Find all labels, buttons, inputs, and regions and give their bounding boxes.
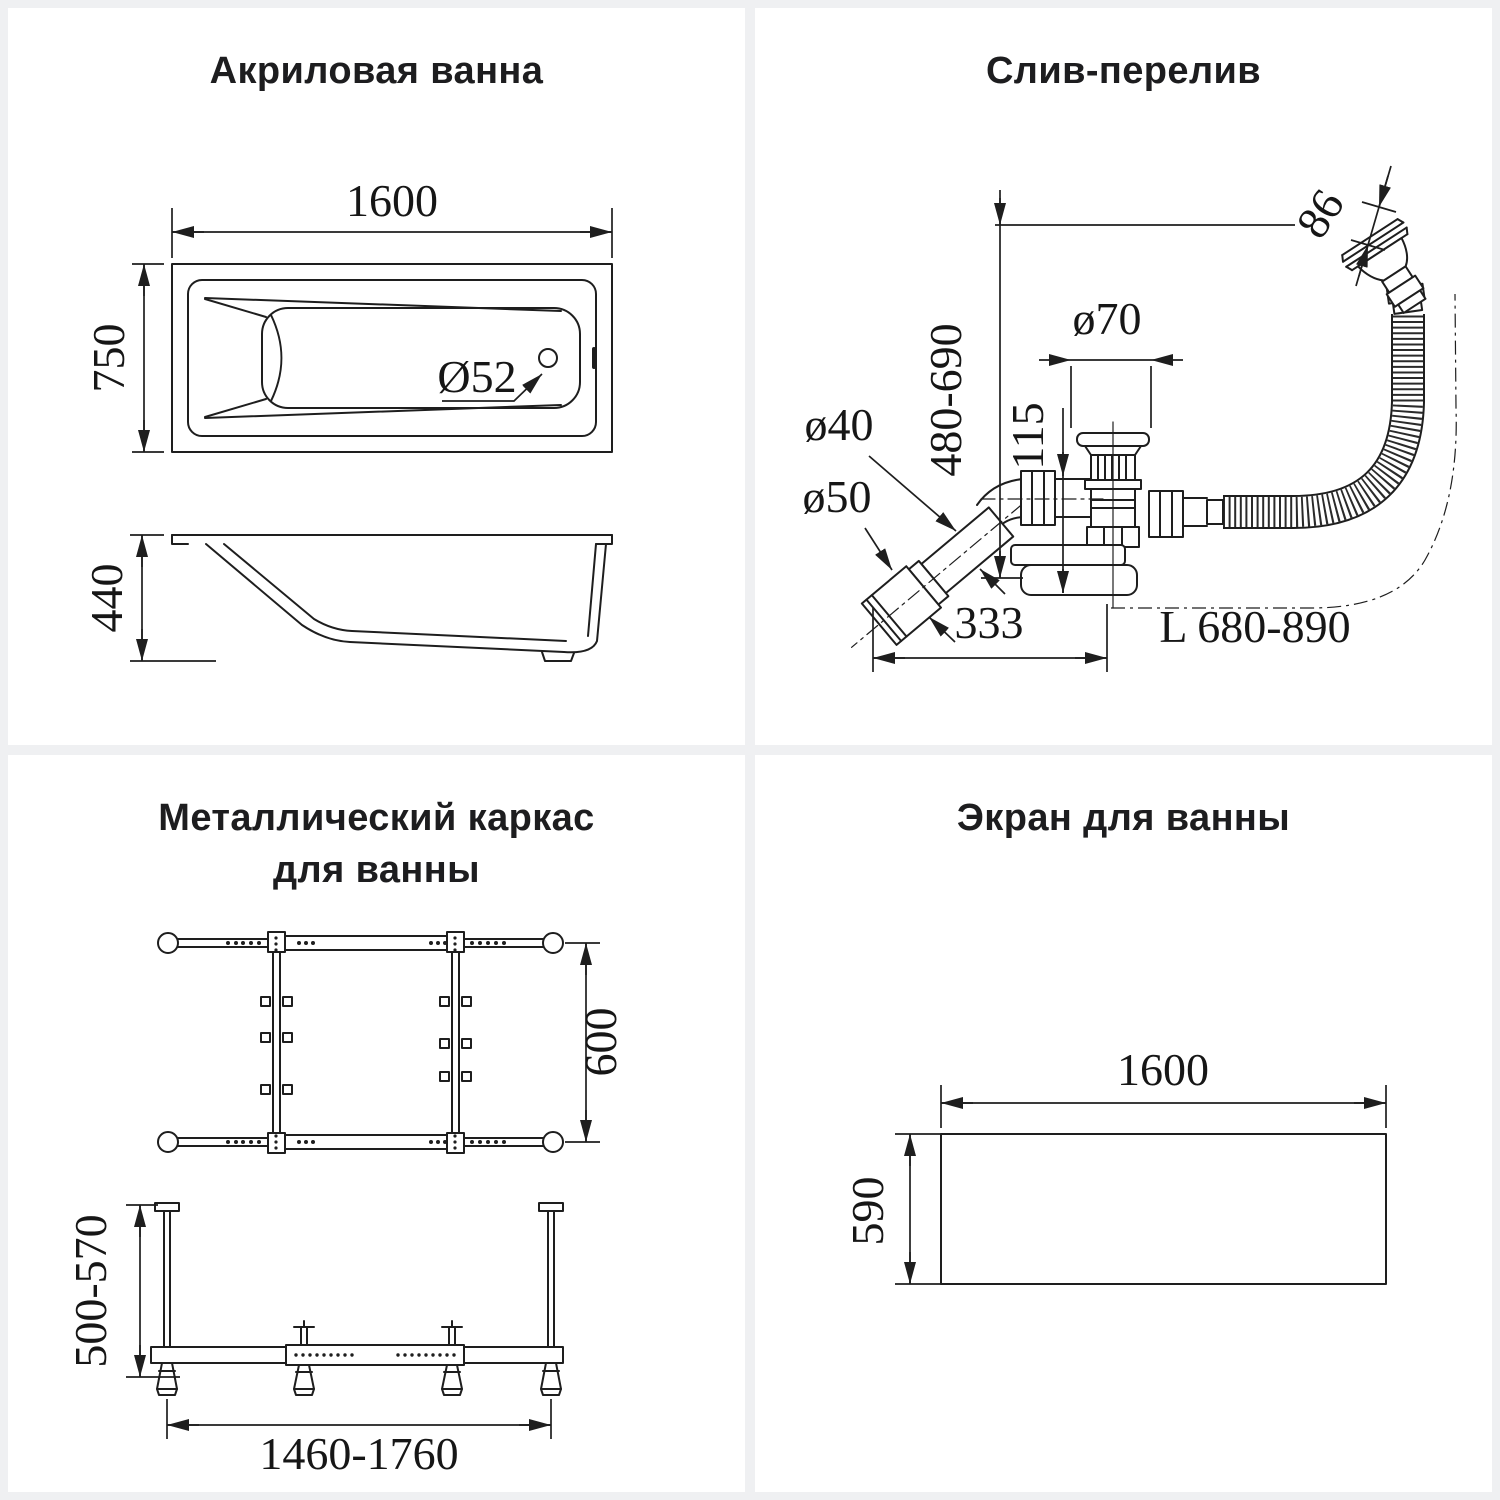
dim-pipe-diameter-label: ø40: [805, 399, 874, 450]
bathtub-drawing: 1600 750 Ø52 440: [81, 175, 613, 662]
drain-overflow-drawing: 480-690 ø70 115 ø40 ø50 86 333 L 680-890: [803, 165, 1457, 672]
dim-hose-length-label: L 680-890: [1159, 601, 1350, 652]
screen-front-view: [940, 1133, 1387, 1285]
dim-mount-height-label: 480-690: [920, 323, 971, 476]
panel-frame-title-line2: для ванны: [273, 849, 480, 891]
bathtub-top-view: [171, 263, 613, 453]
dim-screen-length-label: 1600: [1117, 1044, 1209, 1095]
outlet-pipe-assembly: [851, 470, 1092, 648]
dim-frame-width-label: 600: [575, 1008, 626, 1077]
frame-front-view: [150, 1202, 564, 1396]
dim-cap-diameter-label: ø70: [1073, 293, 1142, 344]
dim-drain-label: Ø52: [437, 351, 516, 402]
bathtub-dimensions: [130, 208, 613, 662]
dim-length-label: 1600: [346, 175, 438, 226]
dim-horizontal-length-label: 333: [955, 597, 1024, 648]
dim-frame-length-label: 1460-1760: [259, 1428, 458, 1479]
overflow-head: [1339, 217, 1427, 314]
drain-hole: [538, 348, 558, 368]
dim-flange-offset-label: 115: [1002, 402, 1053, 469]
panel-frame-title-line1: Металлический каркас: [158, 797, 595, 839]
frame-top-view-holes: [226, 936, 506, 1150]
drain-dimensions: [864, 165, 1397, 672]
screen-dimensions: [895, 1085, 1387, 1285]
dim-outlet-diameter-label: ø50: [803, 471, 872, 522]
dim-height-label: 440: [81, 564, 132, 633]
drain-valve: [980, 421, 1224, 609]
panel-screen-title: Экран для ванны: [956, 797, 1291, 839]
screen-drawing: 1600 590: [842, 1044, 1387, 1285]
dim-overflow-head-label: 86: [1286, 180, 1354, 246]
panel-bathtub: Акриловая ванна: [8, 8, 745, 745]
panel-frame: Металлический каркас для ванны: [8, 755, 745, 1492]
dim-frame-height-label: 500-570: [65, 1214, 116, 1367]
bathtub-side-view: [171, 534, 613, 662]
frame-top-view: [157, 931, 564, 1154]
frame-drawing: 600 500-570 1460-1760: [65, 931, 626, 1479]
hose-path-centerline: [1111, 293, 1457, 609]
frame-dimensions: [126, 942, 600, 1439]
panel-bathtub-title: Акриловая ванна: [209, 50, 544, 92]
frame-front-view-holes: [294, 1353, 456, 1357]
dim-screen-height-label: 590: [842, 1177, 893, 1246]
panel-screen: Экран для ванны 160: [755, 755, 1492, 1492]
panel-drain-title: Слив-перелив: [985, 50, 1262, 92]
panel-drain-overflow: Слив-перелив: [755, 8, 1492, 745]
corrugated-hose: [1223, 314, 1425, 529]
dim-width-label: 750: [83, 324, 134, 393]
